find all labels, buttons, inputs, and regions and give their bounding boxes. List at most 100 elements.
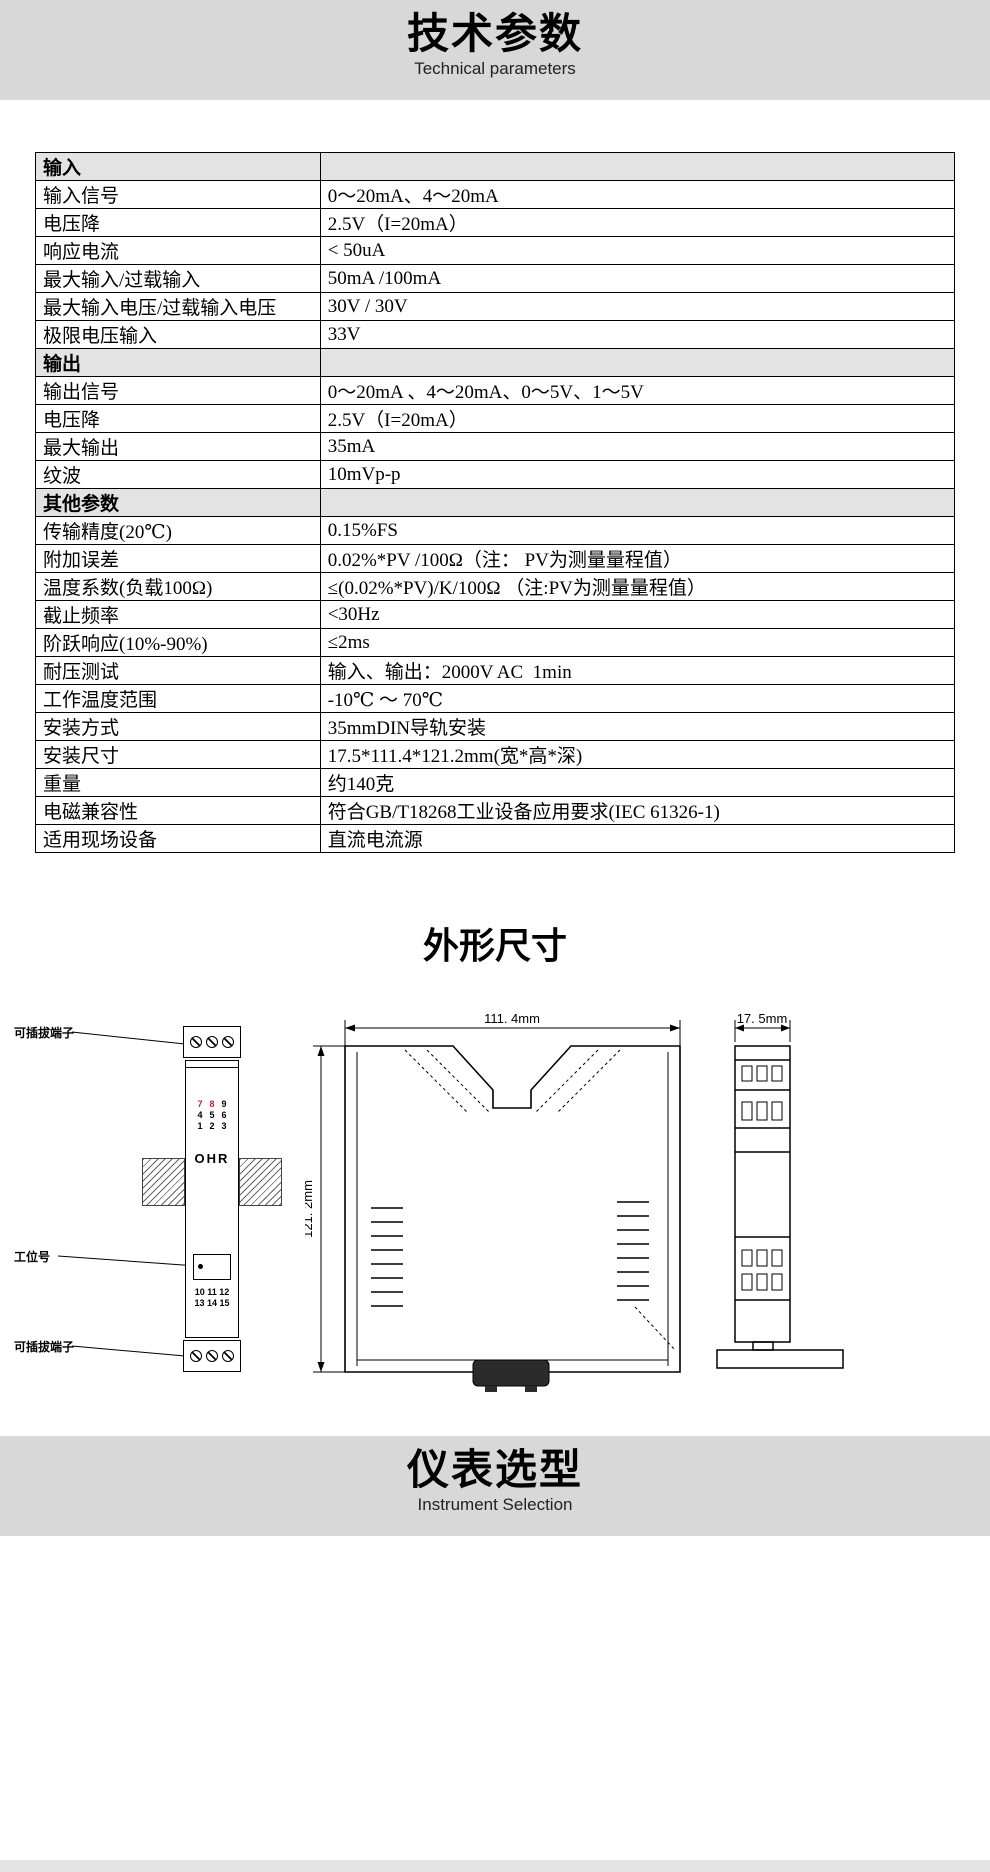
screw-terminal-icon — [190, 1036, 202, 1048]
spec-value: ≤2ms — [319, 628, 956, 657]
spec-row: 耐压测试输入、输出：2000V AC 1min — [35, 656, 956, 685]
spec-label: 电压降 — [35, 208, 321, 237]
spec-value: ≤(0.02%*PV)/K/100Ω （注:PV为测量量程值） — [319, 572, 956, 601]
spec-label: 输入 — [35, 152, 321, 181]
device-side-profile: 111. 4mm 121. 2mm — [305, 1012, 681, 1392]
spec-label: 其他参数 — [35, 488, 321, 517]
width-dimension-label: 111. 4mm — [484, 1012, 540, 1026]
depth-dimension-label: 17. 5mm — [737, 1012, 788, 1026]
bottom-connector — [472, 1359, 550, 1392]
spec-row: 温度系数(负载100Ω)≤(0.02%*PV)/K/100Ω （注:PV为测量量… — [35, 572, 956, 601]
din-rail-hatch-left — [142, 1158, 185, 1206]
terminal-number: 4 — [197, 1110, 203, 1120]
case-seam-line — [186, 1067, 238, 1068]
depth-dimension — [734, 1020, 791, 1042]
terminal-number: 3 — [221, 1121, 227, 1131]
terminal-block-top — [183, 1026, 241, 1058]
spec-value: 0.02%*PV /100Ω（注： PV为测量量程值） — [319, 544, 956, 573]
spec-value: 输入、输出：2000V AC 1min — [319, 656, 956, 685]
height-dimension-arrows — [317, 1046, 325, 1372]
width-dimension — [344, 1020, 681, 1046]
vent-slots-left — [371, 1207, 403, 1307]
tech-params-title: 技术参数 — [406, 10, 583, 57]
width-dimension-arrows — [345, 1024, 680, 1032]
spec-label: 输出 — [35, 348, 321, 377]
pluggable-terminal-label-top: 可插拔端子 — [14, 1026, 75, 1040]
spec-label: 极限电压输入 — [35, 320, 321, 349]
spec-value: 0～20mA、4～20mA — [319, 180, 956, 209]
terminal-number: 5 — [209, 1110, 215, 1120]
spec-value: 0～20mA 、4～20mA、0～5V、1～5V — [319, 376, 956, 405]
din-rail-hatch-right — [239, 1158, 282, 1206]
spec-label: 安装尺寸 — [35, 740, 321, 769]
terminal-number: 8 — [209, 1099, 215, 1109]
spec-label: 工作温度范围 — [35, 684, 321, 713]
spec-value: 约140克 — [319, 768, 956, 797]
end-view-terminals — [741, 1065, 783, 1291]
height-dimension — [313, 1045, 345, 1373]
spec-row: 电磁兼容性符合GB/T18268工业设备应用要求(IEC 61326-1) — [35, 796, 956, 825]
spec-label: 最大输入/过载输入 — [35, 264, 321, 293]
spec-section-row: 输出 — [35, 348, 956, 377]
screw-terminal-icon — [222, 1350, 234, 1362]
dimensions-title: 外形尺寸 — [422, 925, 567, 966]
spec-label: 阶跃响应(10%-90%) — [35, 628, 321, 657]
spec-row: 适用现场设备直流电流源 — [35, 824, 956, 853]
spec-value: 30V / 30V — [319, 292, 956, 321]
screw-terminal-icon — [222, 1036, 234, 1048]
spec-value: <30Hz — [319, 600, 956, 629]
spec-value: 35mA — [319, 432, 956, 461]
spec-label: 重量 — [35, 768, 321, 797]
tag-number-window — [193, 1254, 231, 1280]
spec-label: 电压降 — [35, 404, 321, 433]
spec-label: 适用现场设备 — [35, 824, 321, 853]
terminal-numbers-row: 13 14 15 — [194, 1298, 230, 1308]
screw-terminal-icon — [190, 1350, 202, 1362]
profile-outline — [344, 1045, 681, 1373]
vent-slots-right — [617, 1201, 649, 1301]
spec-label: 输出信号 — [35, 376, 321, 405]
dotted-diagonals — [404, 1049, 676, 1351]
end-view-outline — [716, 1045, 844, 1369]
height-dimension-label: 121. 2mm — [305, 1180, 315, 1238]
terminal-number: 7 — [197, 1099, 203, 1109]
spec-label: 最大输入电压/过载输入电压 — [35, 292, 321, 321]
brand-logo: OHR — [194, 1151, 230, 1166]
dimensions-diagram: 可插拔端子 工位号 可插拔端子 — [0, 1004, 990, 1404]
terminal-number: 9 — [221, 1099, 227, 1109]
spec-label: 耐压测试 — [35, 656, 321, 685]
tag-number-dot — [198, 1264, 203, 1269]
spec-value — [319, 488, 956, 517]
spec-row: 阶跃响应(10%-90%)≤2ms — [35, 628, 956, 657]
spec-section-row: 输入 — [35, 152, 956, 181]
spec-label: 安装方式 — [35, 712, 321, 741]
instrument-selection-subtitle: Instrument Selection — [417, 1495, 573, 1514]
spec-value — [319, 152, 956, 181]
spec-row: 截止频率<30Hz — [35, 600, 956, 629]
spec-value: 50mA /100mA — [319, 264, 956, 293]
spec-section-row: 其他参数 — [35, 488, 956, 517]
spec-value: 2.5V（I=20mA） — [319, 404, 956, 433]
spec-label: 截止频率 — [35, 600, 321, 629]
spec-value: < 50uA — [319, 236, 956, 265]
